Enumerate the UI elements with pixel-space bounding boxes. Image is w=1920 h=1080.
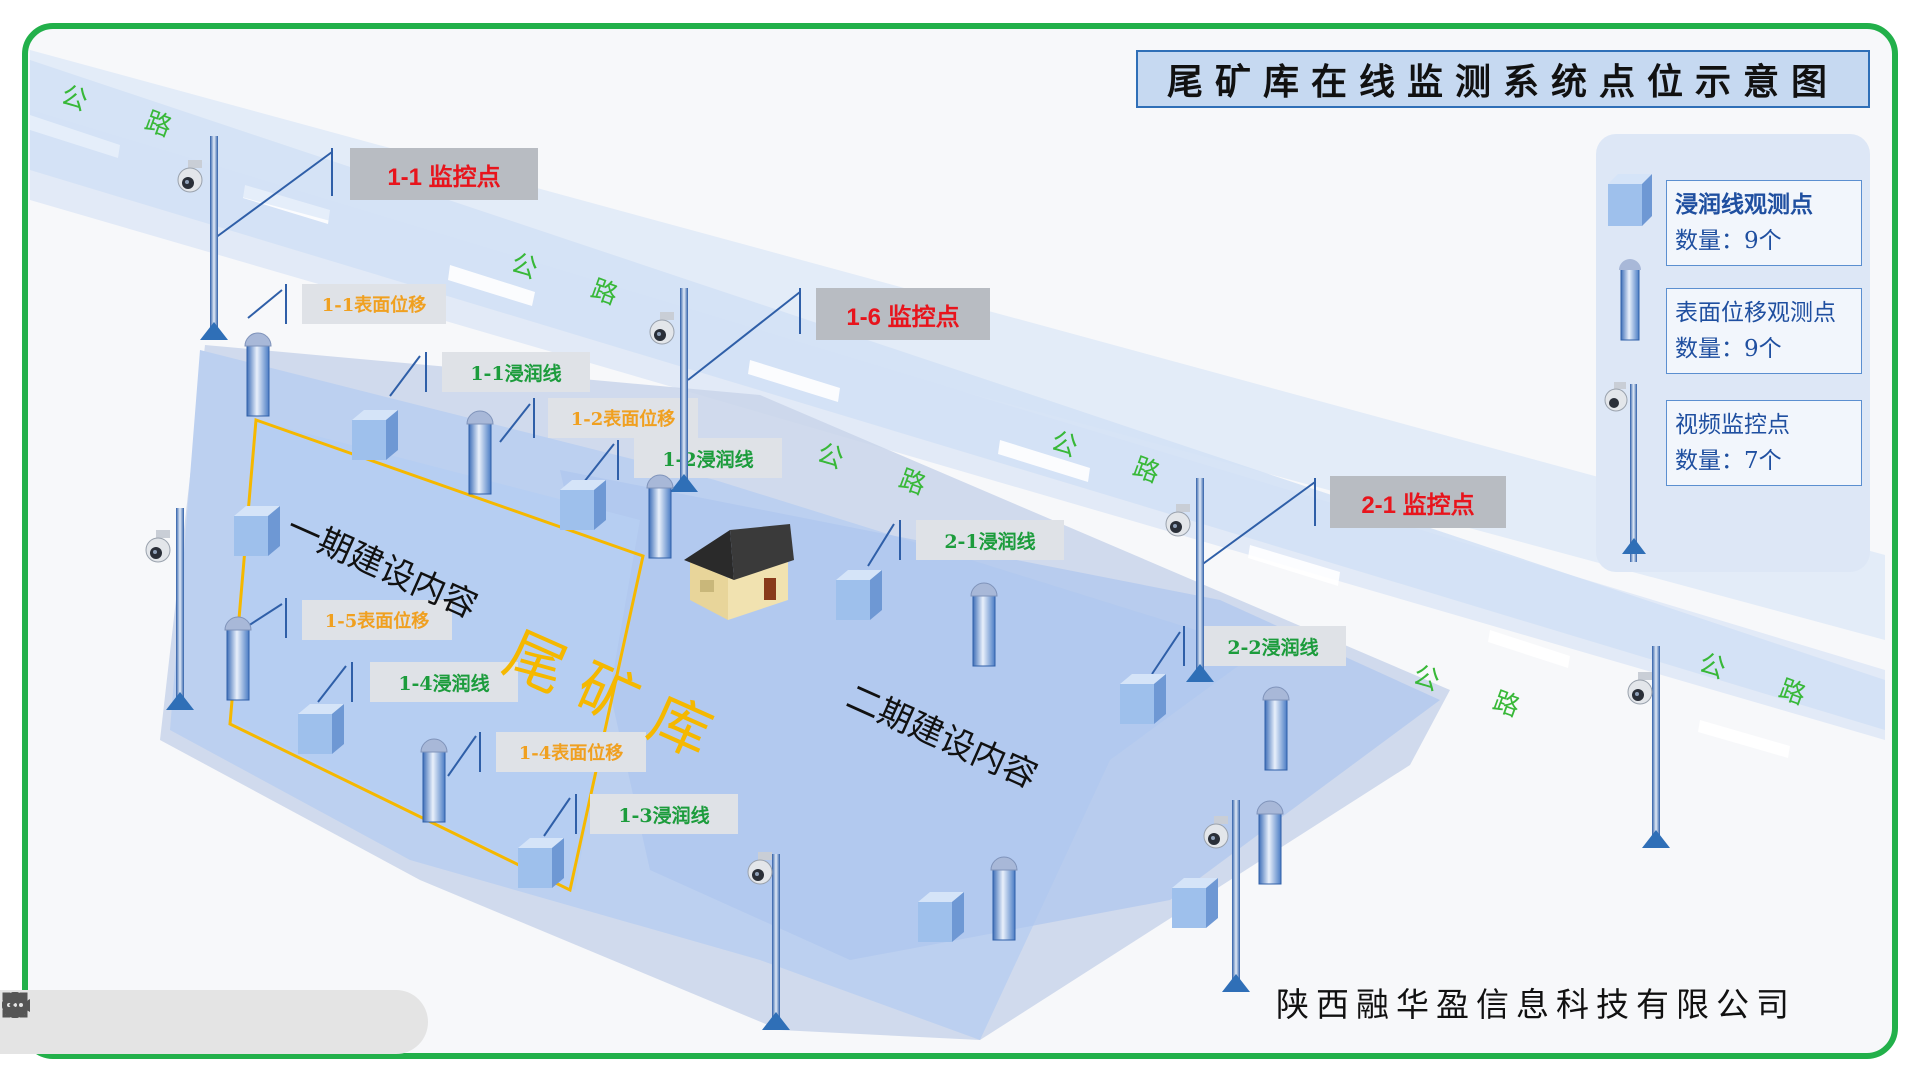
comment-button[interactable]	[4, 990, 312, 1054]
presentation-toolbar	[0, 990, 428, 1054]
house-icon	[684, 524, 794, 620]
legend-piezometer: 浸润线观测点 数量：9个	[1666, 180, 1862, 266]
legend-camera-label: 视频监控点	[1675, 412, 1790, 438]
piezometer-cube	[1172, 878, 1218, 928]
piezometer-cube	[298, 704, 344, 754]
camera-pole-2-1	[1165, 478, 1214, 682]
legend-camera: 视频监控点 数量：7个	[1666, 400, 1862, 486]
displacement-pillar	[244, 332, 272, 417]
focus-button[interactable]	[2, 990, 208, 1054]
displacement-1-2-label: 1-2表面位移	[570, 409, 676, 430]
piezometer-1-4-box: 1-4浸润线	[370, 662, 518, 702]
camera-pole-1-1	[177, 136, 228, 340]
displacement-1-4-box: 1-4表面位移	[496, 732, 646, 772]
displacement-pillar	[646, 474, 674, 559]
collapse-button[interactable]	[8, 990, 416, 1054]
displacement-pillar	[466, 410, 494, 495]
piezometer-2-2-label: 2-2浸润线	[1227, 636, 1319, 659]
displacement-pillar	[970, 582, 998, 667]
piezometer-cube	[918, 892, 964, 942]
displacement-pillar	[1262, 686, 1290, 771]
pen-button[interactable]	[6, 990, 156, 1054]
monitor-point-1-1-box: 1-1 监控点	[350, 148, 538, 200]
piezometer-1-3-label: 1-3浸润线	[618, 804, 710, 827]
piezometer-1-4-label: 1-4浸润线	[398, 672, 490, 695]
camera-pole-icon	[1604, 382, 1646, 562]
displacement-pillar	[1256, 800, 1284, 885]
piezometer-cube	[518, 838, 564, 888]
piezometer-1-1-box: 1-1浸润线	[442, 352, 590, 392]
piezometer-cube	[836, 570, 882, 620]
piezometer-cube	[234, 506, 280, 556]
legend-panel: 浸润线观测点 数量：9个 表面位移观测点 数量：9个 视频监控点 数量：7个	[1596, 134, 1870, 572]
page-title: 尾矿库在线监测系统点位示意图	[1166, 62, 1839, 103]
monitor-point-1-6-label: 1-6 监控点	[846, 303, 960, 331]
piezometer-cube	[1120, 674, 1166, 724]
piezometer-cube	[352, 410, 398, 460]
camera-pole-1-6	[649, 288, 698, 492]
displacement-pillar	[990, 856, 1018, 941]
piezometer-cube	[560, 480, 606, 530]
more-button[interactable]	[2, 990, 364, 1054]
legend-piezometer-count: 数量：9个	[1675, 228, 1782, 254]
piezometer-2-2-box: 2-2浸润线	[1200, 626, 1346, 666]
legend-displacement-count: 数量：9个	[1675, 336, 1782, 362]
displacement-1-5-box: 1-5表面位移	[302, 600, 452, 640]
displacement-pillar	[224, 616, 252, 701]
legend-piezometer-label: 浸润线观测点	[1675, 191, 1813, 218]
monitor-point-2-1-box: 2-1 监控点	[1330, 476, 1506, 528]
monitor-point-2-1-label: 2-1 监控点	[1361, 491, 1475, 519]
monitor-point-1-1-label: 1-1 监控点	[387, 163, 501, 191]
camera-pole-west	[145, 508, 194, 710]
legend-camera-count: 数量：7个	[1675, 448, 1782, 474]
displacement-1-5-label: 1-5表面位移	[324, 611, 430, 632]
camera-pole-east	[1627, 646, 1670, 848]
company-name: 陕西融华盈信息科技有限公司	[1276, 985, 1796, 1024]
displacement-1-2-box: 1-2表面位移	[548, 398, 698, 438]
piezometer-2-1-label: 2-1浸润线	[944, 530, 1036, 553]
displacement-pillar	[420, 738, 448, 823]
piezometer-1-1-label: 1-1浸润线	[470, 362, 562, 385]
title-box: 尾矿库在线监测系统点位示意图	[1136, 50, 1870, 108]
pillar-icon	[1619, 259, 1641, 341]
cube-icon	[1608, 174, 1652, 226]
piezometer-1-2-box: 1-2浸润线	[634, 438, 782, 478]
legend-displacement: 表面位移观测点 数量：9个	[1666, 288, 1862, 374]
camera-button[interactable]	[3, 990, 260, 1054]
piezometer-1-3-box: 1-3浸润线	[590, 794, 738, 834]
displacement-1-4-label: 1-4表面位移	[518, 743, 624, 764]
camera-pole-south	[747, 851, 790, 1030]
displacement-1-1-label: 1-1表面位移	[321, 295, 427, 316]
play-button[interactable]	[2, 990, 104, 1054]
camera-pole-southeast	[1203, 800, 1250, 992]
collapse-icon	[8, 996, 20, 1014]
piezometer-2-1-box: 2-1浸润线	[916, 520, 1064, 560]
displacement-1-1-box: 1-1表面位移	[302, 284, 446, 324]
monitor-point-1-6-box: 1-6 监控点	[816, 288, 990, 340]
legend-displacement-label: 表面位移观测点	[1675, 300, 1836, 326]
